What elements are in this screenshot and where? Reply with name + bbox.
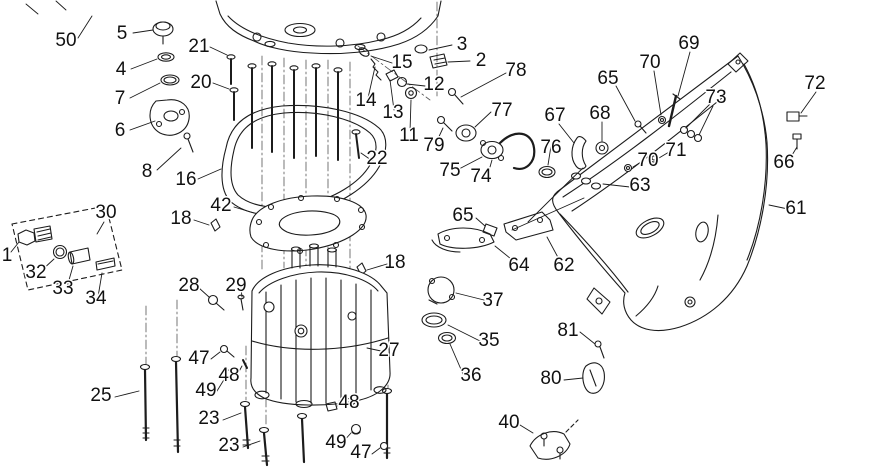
relief-valve-parts [358,44,448,100]
thermostat-parts [421,276,457,345]
callout-18: 18 [170,208,191,229]
callout-49: 49 [195,380,216,401]
oil-pan [250,243,391,409]
callout-29: 29 [225,275,246,296]
callout-48: 48 [218,365,239,386]
callout-34: 34 [85,288,107,309]
callout-65: 65 [597,68,618,89]
callout-32: 32 [25,262,46,283]
callout-35: 35 [478,330,499,351]
callout-18: 18 [384,252,405,273]
hose-fitting-parts [436,87,556,179]
callout-2: 2 [476,50,487,71]
callout-78: 78 [505,60,526,81]
callout-73: 73 [705,87,726,108]
callout-28: 28 [178,275,199,296]
callout-40: 40 [498,412,519,433]
callout-6: 6 [115,120,126,141]
callout-11: 11 [399,125,419,146]
callout-76: 76 [540,137,561,158]
callout-64: 64 [508,255,530,276]
callout-22: 22 [366,148,387,169]
callout-50: 50 [55,30,76,51]
callout-77: 77 [491,100,512,121]
callout-80: 80 [540,368,561,389]
mount-bolts-center [296,387,393,464]
lower-casing [552,52,769,332]
gasket [221,104,387,217]
callout-65: 65 [452,205,473,226]
callout-62: 62 [553,255,574,276]
drain-plug-set [11,205,123,291]
mount-bolts-left [139,344,270,467]
upper-casing [215,0,442,55]
callout-33: 33 [52,278,73,299]
leader-lines [10,0,817,455]
clamp-grommet-parts [527,93,703,223]
baffle-plate [249,194,367,255]
callout-81: 81 [557,320,578,341]
callout-72: 72 [804,73,825,94]
callout-47: 47 [188,348,209,369]
callout-36: 36 [460,365,481,386]
callout-70: 70 [637,150,658,171]
callout-66: 66 [773,152,794,173]
callout-42: 42 [210,195,231,216]
callout-47: 47 [350,442,371,463]
anode-parts [431,197,585,253]
callout-15: 15 [391,52,412,73]
callout-1: 1 [2,245,13,266]
callout-13: 13 [382,102,403,123]
callout-79: 79 [423,135,444,156]
trim-tab-parts [582,340,605,394]
bracket-40 [529,419,579,460]
callout-25: 25 [90,385,111,406]
callout-8: 8 [142,161,153,182]
callout-49: 49 [325,432,346,453]
callout-70: 70 [639,52,660,73]
callout-69: 69 [678,33,699,54]
callout-71: 71 [665,140,686,161]
callout-16: 16 [175,169,196,190]
callout-68: 68 [589,103,610,124]
callout-4: 4 [116,59,127,80]
callout-5: 5 [117,23,128,44]
callout-7: 7 [115,88,126,109]
callout-67: 67 [544,105,565,126]
callout-63: 63 [629,175,650,196]
callout-12: 12 [423,74,444,95]
callout-20: 20 [190,72,211,93]
callout-75: 75 [439,160,460,181]
callout-23: 23 [218,435,239,456]
filler-cap-parts [149,21,194,153]
callout-74: 74 [470,166,492,187]
stud-bolts [226,54,361,161]
check-valve-parts [207,294,245,311]
casing-clip-parts [786,111,808,150]
callout-3: 3 [457,34,468,55]
callout-14: 14 [355,90,377,111]
callout-23: 23 [198,408,219,429]
callout-61: 61 [785,198,806,219]
callout-27: 27 [378,340,399,361]
callout-37: 37 [482,290,503,311]
callout-48: 48 [338,392,359,413]
callout-30: 30 [95,202,116,223]
callout-21: 21 [188,36,209,57]
